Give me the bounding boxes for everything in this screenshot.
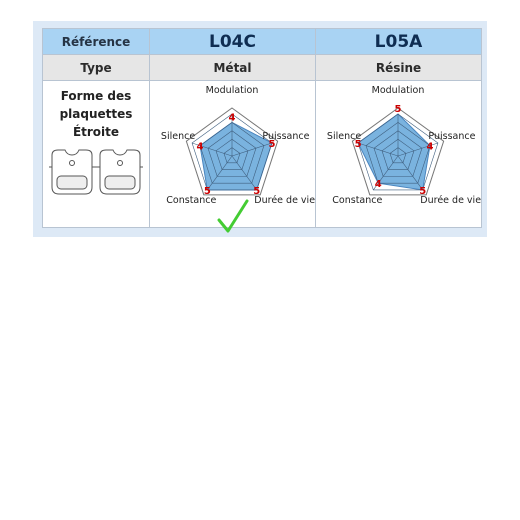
radar-spoke: [357, 142, 399, 157]
radar-grid-ring: [381, 138, 415, 170]
radar-spoke: [207, 155, 233, 191]
radar-grid-ring: [223, 147, 241, 164]
type-label: Type: [42, 54, 150, 81]
radar-axis-label: Modulation: [372, 85, 425, 96]
radar-axis-label: Silence: [327, 131, 361, 142]
model-name-l05a: L05A: [315, 28, 482, 55]
pad-shape-line: Étroite: [72, 125, 120, 139]
material-l05a: Résine: [315, 54, 482, 81]
radar-grid-ring: [207, 130, 257, 177]
radar-value-label: 4: [375, 179, 382, 190]
radar-axis-label: Puissance: [262, 131, 309, 142]
radar-grid-ring: [199, 122, 265, 184]
radar-axis-label: Puissance: [428, 131, 475, 142]
radar-grid-ring: [191, 113, 273, 191]
radar-grid-ring: [215, 138, 249, 170]
radar-value-label: 4: [197, 142, 204, 153]
radar-spoke: [397, 155, 423, 191]
brake-pads-icon: [49, 149, 143, 195]
reference-label: Référence: [42, 28, 150, 55]
radar-spoke: [397, 142, 439, 157]
pad-shape-line: Forme des: [60, 89, 132, 103]
radar-grid-ring: [373, 130, 423, 177]
model-name-l04c: L04C: [149, 28, 316, 55]
pad-shape-title: Forme des plaquettes Étroite: [43, 87, 149, 141]
radar-spoke: [191, 142, 233, 157]
pad-shape-cell: Forme des plaquettes Étroite: [42, 80, 150, 228]
comparison-table: Référence L04C L05A Type Métal Résine Fo…: [42, 28, 482, 228]
radar-axis-label: Constance: [166, 195, 216, 206]
radar-axis-label: Durée de vie: [420, 195, 481, 206]
radar-value-label: 5: [268, 139, 275, 150]
radar-grid-ring: [389, 147, 407, 164]
radar-spoke: [373, 155, 399, 191]
radar-value-label: 5: [253, 186, 260, 197]
radar-axis-label: Durée de vie: [254, 195, 315, 206]
radar-row: Forme des plaquettes Étroite 4: [42, 80, 482, 228]
material-l04c: Métal: [149, 54, 316, 81]
type-row: Type Métal Résine: [42, 54, 482, 81]
radar-grid-ring: [357, 113, 439, 191]
radar-value-label: 4: [229, 112, 236, 123]
radar-axis-label: Constance: [332, 195, 382, 206]
radar-axis-label: Modulation: [206, 85, 259, 96]
radar-value-label: 5: [419, 186, 426, 197]
radar-value-label: 5: [355, 139, 362, 150]
radar-axis-label: Silence: [161, 131, 195, 142]
header-row: Référence L04C L05A: [42, 28, 482, 55]
radar-value-label: 4: [426, 142, 433, 153]
pad-shape-line: plaquettes: [59, 107, 133, 121]
radar-value-label: 5: [395, 104, 402, 115]
radar-spoke: [231, 142, 273, 157]
radar-grid-ring: [365, 122, 431, 184]
radar-spoke: [231, 155, 257, 191]
radar-value-label: 5: [204, 186, 211, 197]
checkmark-icon: [217, 199, 249, 233]
